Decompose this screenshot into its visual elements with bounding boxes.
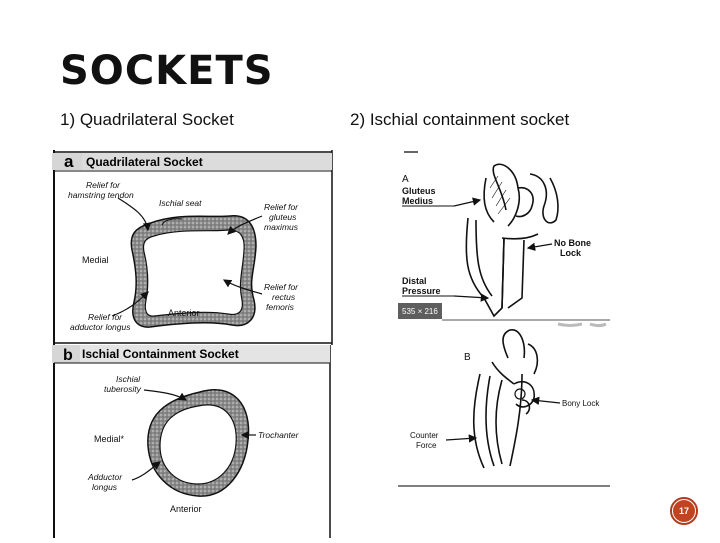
label-gluteus-medius-2: Medius (402, 196, 433, 206)
label-no-bone-lock-2: Lock (560, 248, 582, 258)
page-number: 17 (673, 500, 695, 522)
label-counter-force-1: Counter (410, 431, 439, 440)
label-relief-hamstring-2: hamstring tendon (68, 190, 134, 200)
label-medial-b: Medial* (94, 434, 125, 444)
label-no-bone-lock-1: No Bone (554, 238, 591, 248)
arrow-adductor (111, 291, 149, 317)
socket-b-drawing (472, 329, 539, 469)
dimension-badge-text: 535 × 216 (402, 307, 438, 316)
label-relief-rectus-3: femoris (266, 302, 295, 312)
page-number-badge: 17 (670, 497, 698, 525)
label-ischial-tuberosity-1: Ischial (116, 374, 141, 384)
label-trochanter: Trochanter (258, 430, 300, 440)
label-ischial-tuberosity-2: tuberosity (104, 384, 142, 394)
arrow-rectus (222, 279, 263, 295)
label-adductor-longus-2: longus (92, 482, 118, 492)
caption-quadrilateral: 1) Quadrilateral Socket (60, 110, 234, 129)
label-medial-a: Medial (82, 255, 109, 265)
label-relief-rectus-1: Relief for (264, 282, 299, 292)
letter-b: B (464, 352, 471, 363)
label-gluteus-medius-1: Gluteus (402, 186, 436, 196)
figure-a-heading: Quadrilateral Socket (86, 155, 203, 169)
label-relief-gluteus-3: maximus (264, 222, 299, 232)
figure-b-heading: Ischial Containment Socket (82, 347, 239, 361)
socket-comparison-svg: a Quadrilateral Socket Relief for hamstr… (52, 150, 333, 538)
label-adductor-longus-1: Adductor (87, 472, 123, 482)
label-distal-pressure-1: Distal (402, 276, 427, 286)
label-relief-gluteus-2: gluteus (269, 212, 297, 222)
slide-title: SOCKETS (60, 48, 274, 94)
figure-a-letter-tab (52, 153, 82, 170)
socket-a-drawing (465, 163, 559, 318)
arrow-ischial-tuberosity (143, 389, 188, 401)
dimension-badge (398, 303, 442, 319)
label-relief-hamstring-1: Relief for (86, 180, 121, 190)
label-counter-force-2: Force (416, 441, 437, 450)
bone-lock-svg: A Gluteus Medius No Bone L (398, 151, 610, 487)
caption-ischial-containment: 2) Ischial containment socket (350, 110, 570, 129)
figure-b-letter-tab (52, 345, 80, 363)
arrow-hamstring (117, 197, 152, 232)
figure-a-letter: a (64, 152, 74, 171)
ischial-seat-pointer (161, 218, 183, 226)
bone-lock-figure: A Gluteus Medius No Bone L (398, 148, 610, 488)
label-relief-gluteus-1: Relief for (264, 202, 299, 212)
arrow-adductor-longus (131, 461, 161, 481)
socket-a-hatching (489, 175, 511, 215)
arrow-gluteus (227, 215, 263, 235)
letter-a: A (402, 174, 409, 185)
figure-b-letter: b (63, 347, 73, 364)
socket-comparison-figure: a Quadrilateral Socket Relief for hamstr… (52, 150, 334, 538)
label-relief-rectus-2: rectus (272, 292, 296, 302)
label-ischial-seat: Ischial seat (159, 198, 202, 208)
label-relief-adductor-1: Relief for (88, 312, 123, 322)
label-bony-lock: Bony Lock (562, 399, 600, 408)
label-anterior-b: Anterior (170, 504, 202, 514)
label-relief-adductor-2: adductor longus (70, 322, 131, 332)
label-anterior-a: Anterior (168, 308, 200, 318)
label-distal-pressure-2: Pressure (402, 286, 441, 296)
